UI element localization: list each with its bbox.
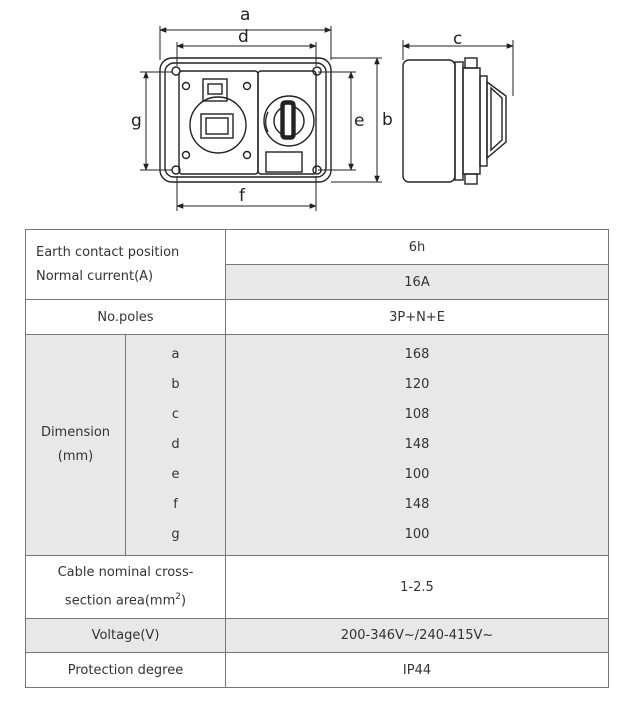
front-view xyxy=(159,57,332,183)
dim-value: 100 xyxy=(404,527,430,542)
protection-value: IP44 xyxy=(225,652,609,688)
dim-label-d: d xyxy=(238,27,249,47)
dim-value: 148 xyxy=(404,497,430,512)
normal-current-value: 16A xyxy=(225,264,609,300)
voltage-value: 200-346V~/240-415V~ xyxy=(225,618,609,653)
dim-key: d xyxy=(171,437,180,452)
voltage-label: Voltage(V) xyxy=(25,618,226,653)
dim-label-f: f xyxy=(239,186,246,206)
protection-label: Protection degree xyxy=(25,652,226,688)
normal-current-label: Normal current(A) xyxy=(36,268,154,284)
dim-label-b: b xyxy=(382,110,393,130)
spec-table: Earth contact position Normal current(A)… xyxy=(25,229,609,688)
dim-label-a: a xyxy=(240,5,250,25)
dimension-unit: (mm) xyxy=(57,449,94,464)
dim-value: 120 xyxy=(404,377,430,392)
dimension-keys: a b c d e f g xyxy=(125,334,226,556)
dim-value: 168 xyxy=(404,347,430,362)
dim-key: c xyxy=(171,407,180,422)
dim-label-e: e xyxy=(354,111,364,131)
dimension-values: 168 120 108 148 100 148 100 xyxy=(225,334,609,556)
earth-contact-label: Earth contact position xyxy=(36,244,180,260)
dim-label-c: c xyxy=(453,29,462,49)
cable-value: 1-2.5 xyxy=(225,555,609,619)
cable-label-cell: Cable nominal cross- section area(mm2) xyxy=(25,555,226,619)
side-view xyxy=(402,57,507,185)
dim-key: e xyxy=(171,467,180,482)
dimension-label: Dimension xyxy=(40,425,111,440)
cable-label-line1: Cable nominal cross- xyxy=(57,564,194,580)
dim-label-g: g xyxy=(131,111,142,131)
dim-key: g xyxy=(171,527,180,542)
technical-drawing: a d f g e b c xyxy=(131,5,514,211)
dim-value: 148 xyxy=(404,437,430,452)
cable-label-line2: section area(mm2) xyxy=(64,591,187,609)
poles-label: No.poles xyxy=(25,299,226,335)
earth-current-label-cell: Earth contact position Normal current(A) xyxy=(25,229,226,300)
dim-key: b xyxy=(171,377,180,392)
dimension-label-cell: Dimension (mm) xyxy=(25,334,126,556)
dim-value: 108 xyxy=(404,407,430,422)
dim-key: a xyxy=(171,347,180,362)
earth-contact-value: 6h xyxy=(225,229,609,265)
dim-key: f xyxy=(173,497,178,512)
poles-value: 3P+N+E xyxy=(225,299,609,335)
dim-value: 100 xyxy=(404,467,430,482)
